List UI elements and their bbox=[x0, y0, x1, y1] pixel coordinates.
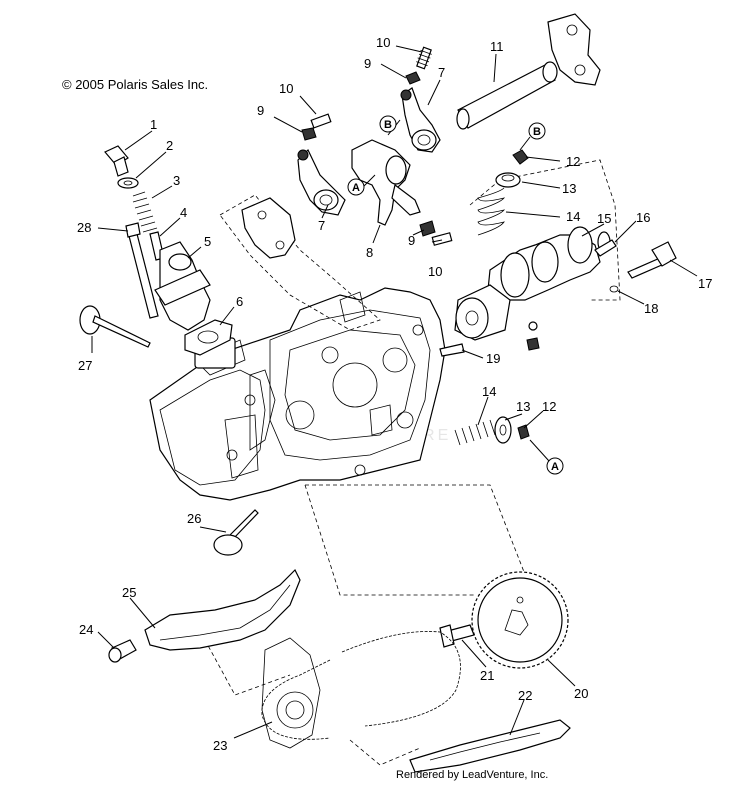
pin bbox=[594, 239, 617, 257]
guide-bolt bbox=[108, 639, 137, 663]
decompressor bbox=[627, 241, 677, 279]
callout-4: 4 bbox=[180, 205, 187, 220]
callout-28: 28 bbox=[77, 220, 91, 235]
callout-23: 23 bbox=[213, 738, 227, 753]
callout-12-lower: 12 bbox=[542, 399, 556, 414]
callout-5: 5 bbox=[204, 234, 211, 249]
callout-3: 3 bbox=[173, 173, 180, 188]
camshaft bbox=[487, 226, 611, 301]
callout-14-upper: 14 bbox=[566, 209, 580, 224]
sprocket-bolt bbox=[439, 624, 475, 648]
callout-14-lower: 14 bbox=[482, 384, 496, 399]
ref-b-left-label: B bbox=[384, 119, 392, 131]
callout-6: 6 bbox=[236, 294, 243, 309]
crank-sprocket bbox=[261, 637, 321, 749]
callout-26: 26 bbox=[187, 511, 201, 526]
callout-9-left: 9 bbox=[257, 103, 264, 118]
callout-9-lower: 9 bbox=[408, 233, 415, 248]
callouts: 1 2 3 4 5 6 7 7 8 9 9 9 10 10 10 11 12 1… bbox=[77, 35, 712, 753]
intake-valve bbox=[79, 305, 151, 348]
long-bolt bbox=[125, 222, 159, 319]
chain-tensioner bbox=[154, 241, 211, 331]
washer bbox=[117, 177, 139, 189]
callout-13-upper: 13 bbox=[562, 181, 576, 196]
callout-11: 11 bbox=[490, 39, 504, 54]
adjuster-nut-lower bbox=[419, 220, 436, 237]
ref-b-right-label: B bbox=[533, 126, 541, 138]
camshaft-hub bbox=[454, 284, 511, 341]
callout-16: 16 bbox=[636, 210, 650, 225]
tensioner-spring bbox=[132, 191, 158, 233]
adjuster-nut-top bbox=[405, 71, 421, 85]
valve-retainer-lower bbox=[494, 416, 512, 444]
ref-marker-b-right: B bbox=[519, 122, 546, 151]
ball-bearing bbox=[526, 321, 540, 351]
callout-12-upper: 12 bbox=[566, 154, 580, 169]
bracket-top-right bbox=[547, 13, 601, 86]
callout-9-top: 9 bbox=[364, 56, 371, 71]
callout-22: 22 bbox=[518, 688, 532, 703]
chain-guide bbox=[144, 568, 301, 651]
callout-24: 24 bbox=[79, 622, 93, 637]
rocker-arm-right bbox=[400, 87, 441, 153]
callout-17: 17 bbox=[698, 276, 712, 291]
dowel-pin bbox=[439, 343, 465, 357]
exhaust-valve bbox=[213, 509, 259, 556]
callout-15: 15 bbox=[597, 211, 611, 226]
valve-spring-lower bbox=[454, 419, 496, 446]
rocker-arm-pair bbox=[351, 139, 421, 226]
valve-spring-upper bbox=[477, 187, 506, 236]
copyright-text: © 2005 Polaris Sales Inc. bbox=[62, 77, 208, 92]
callout-27: 27 bbox=[78, 358, 92, 373]
callout-21: 21 bbox=[480, 668, 494, 683]
ref-a-upper-label: A bbox=[352, 182, 360, 194]
adjuster-screw-lower bbox=[431, 232, 453, 246]
valve-keeper-upper bbox=[512, 149, 529, 165]
callout-10-top: 10 bbox=[376, 35, 390, 50]
chain-guide-lower bbox=[409, 719, 571, 773]
callout-7-right: 7 bbox=[438, 65, 445, 80]
bracket-left bbox=[241, 197, 296, 259]
rendered-by-text: Rendered by LeadVenture, Inc. bbox=[396, 769, 548, 781]
callout-10-lower: 10 bbox=[428, 264, 442, 279]
callout-10-left: 10 bbox=[279, 81, 293, 96]
callout-13-lower: 13 bbox=[516, 399, 530, 414]
ref-marker-b-left: B bbox=[379, 115, 397, 133]
valve-retainer-upper bbox=[495, 172, 521, 188]
clip bbox=[609, 285, 619, 293]
callout-8: 8 bbox=[366, 245, 373, 260]
ref-a-lower-label: A bbox=[551, 461, 559, 473]
valve-keeper-lower bbox=[517, 424, 530, 440]
callout-20: 20 bbox=[574, 686, 588, 701]
rocker-shaft bbox=[456, 61, 558, 130]
callout-2: 2 bbox=[166, 138, 173, 153]
callout-18: 18 bbox=[644, 301, 658, 316]
callout-7-left: 7 bbox=[318, 218, 325, 233]
callout-19: 19 bbox=[486, 351, 500, 366]
cam-sprocket bbox=[471, 571, 569, 669]
timing-chain bbox=[261, 631, 461, 740]
adjuster-screw-top bbox=[416, 46, 432, 70]
adjuster-nut-left bbox=[301, 127, 317, 141]
adjuster-screw-left bbox=[310, 113, 332, 129]
callout-25: 25 bbox=[122, 585, 136, 600]
tensioner-gasket bbox=[184, 319, 233, 356]
callout-1: 1 bbox=[150, 117, 157, 132]
ref-marker-a-upper: A bbox=[347, 178, 365, 196]
ref-marker-a-lower: A bbox=[529, 439, 564, 475]
bolt bbox=[104, 145, 129, 177]
rocker-arm-left bbox=[297, 148, 346, 216]
cylinder-head bbox=[149, 287, 446, 501]
